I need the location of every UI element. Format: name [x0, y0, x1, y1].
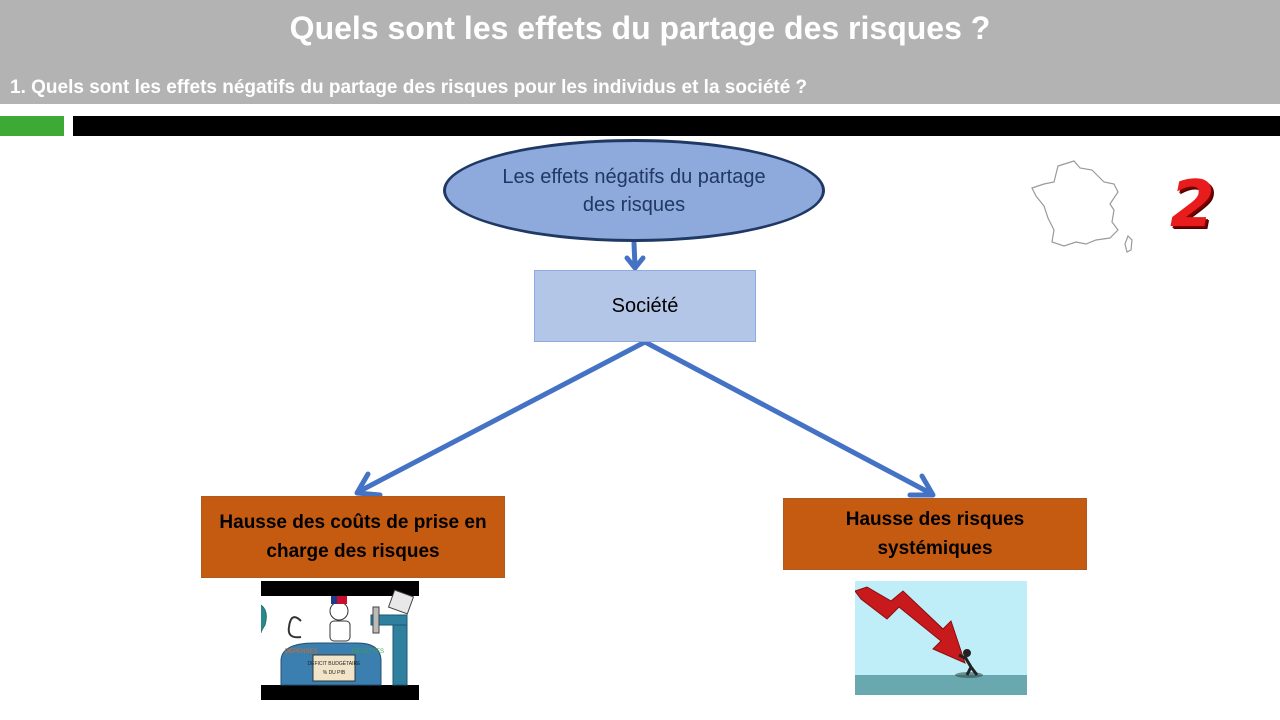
progress-bar-done: [0, 116, 64, 136]
slide-subtitle: 1. Quels sont les effets négatifs du par…: [10, 77, 808, 98]
header-band: Quels sont les effets du partage des ris…: [0, 0, 1280, 104]
budget-label-pib: % DU PIB: [323, 670, 346, 676]
arrow-societe-to-right: [642, 339, 935, 497]
france-map-icon: [1031, 160, 1133, 253]
arrow-root-to-societe-head: [624, 255, 646, 271]
budget-tank-cartoon-icon: DÉFICIT BUDGÉTAIRE % DU PIB DÉPENSES REC…: [261, 581, 419, 700]
slide-title: Quels sont les effets du partage des ris…: [289, 10, 991, 46]
child-node-systemic-label: Hausse des risques systémiques: [845, 509, 1025, 559]
child-node-costs-label: Hausse des coûts de prise en charge des …: [219, 512, 487, 562]
arrow-societe-to-right-head: [907, 473, 936, 498]
falling-red-arrow-illustration: [855, 581, 1027, 695]
arrow-root-to-societe: [631, 240, 638, 269]
societe-node-label: Société: [611, 294, 679, 317]
budget-label-depenses: DÉPENSES: [285, 648, 318, 655]
arrow-societe-to-left-head: [354, 471, 383, 498]
slide-number-badge: 2: [1170, 168, 1215, 242]
child-node-costs: Hausse des coûts de prise en charge des …: [201, 496, 505, 578]
root-node-label: Les effets négatifs du partage des risqu…: [502, 165, 766, 216]
root-node: Les effets négatifs du partage des risqu…: [443, 139, 825, 242]
child-node-systemic: Hausse des risques systémiques: [783, 498, 1087, 570]
budget-label-deficit: DÉFICIT BUDGÉTAIRE: [308, 660, 362, 667]
budget-label-recettes: RECETTES: [352, 649, 384, 655]
societe-node: Société: [534, 270, 756, 342]
arrow-societe-to-left: [355, 339, 648, 495]
progress-bar-remaining: [73, 116, 1280, 136]
